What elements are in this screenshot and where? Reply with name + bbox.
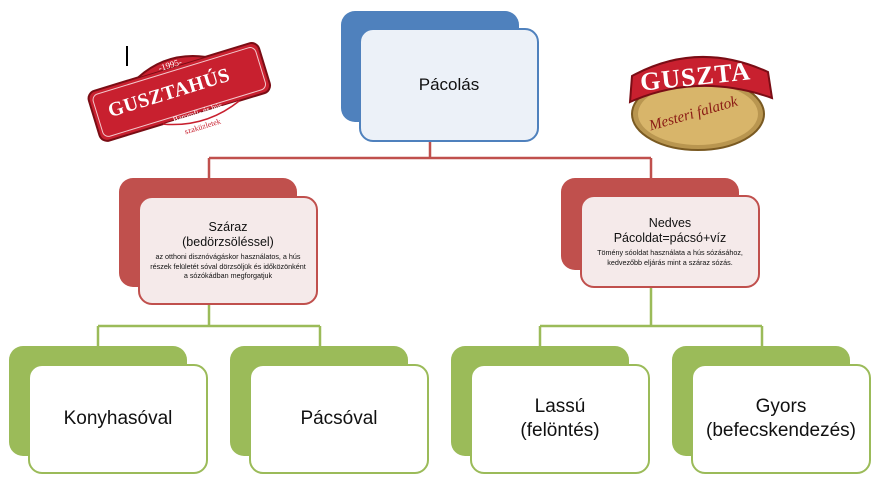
root-node: Pácolás — [359, 28, 539, 142]
branch-wet-detail: Tömény sóoldat használata a hús sózásáho… — [597, 248, 743, 267]
leaf-pacsoval-label: Pácsóval — [300, 408, 378, 429]
gusztahus-logo-shape — [87, 42, 272, 142]
branch-dry-node: Száraz (bedörzsöléssel) az otthoni diszn… — [138, 196, 318, 305]
text-cursor — [126, 46, 128, 66]
branch-wet-title: Nedves — [648, 216, 692, 230]
branch-wet-node: Nedves Pácoldat=pácsó+víz Tömény sóoldat… — [580, 195, 760, 288]
root-label: Pácolás — [418, 75, 480, 94]
branch-dry-detail: az otthoni disznóvágáskor használatos, a… — [150, 252, 306, 281]
leaf-konyhasoval: Konyhasóval — [28, 364, 208, 474]
connector-left — [96, 305, 322, 346]
leaf-lassu-label: Lassú — [534, 396, 586, 417]
branch-dry-title: Száraz — [208, 220, 248, 235]
guszta-logo: GUSZTA Mesteri falatok — [626, 36, 776, 158]
leaf-gyors: Gyors (befecskendezés) — [691, 364, 871, 474]
branch-dry-subtitle: (bedörzsöléssel) — [182, 235, 274, 250]
gusztahus-logo: -1995- GUSZTAHÚS Baromfi- és hús szaküzl… — [84, 36, 274, 146]
leaf-lassu: Lassú (felöntés) — [470, 364, 650, 474]
leaf-lassu-sublabel: (felöntés) — [520, 420, 600, 441]
branch-wet-subtitle: Pácoldat=pácsó+víz — [613, 231, 727, 245]
connector-root — [207, 142, 653, 178]
guszta-logo-shape — [628, 55, 774, 151]
leaf-gyors-sublabel: (befecskendezés) — [706, 420, 856, 441]
leaf-gyors-label: Gyors — [755, 396, 807, 417]
connector-right — [538, 288, 764, 346]
leaf-pacsoval: Pácsóval — [249, 364, 429, 474]
leaf-konyhasoval-label: Konyhasóval — [63, 408, 173, 429]
